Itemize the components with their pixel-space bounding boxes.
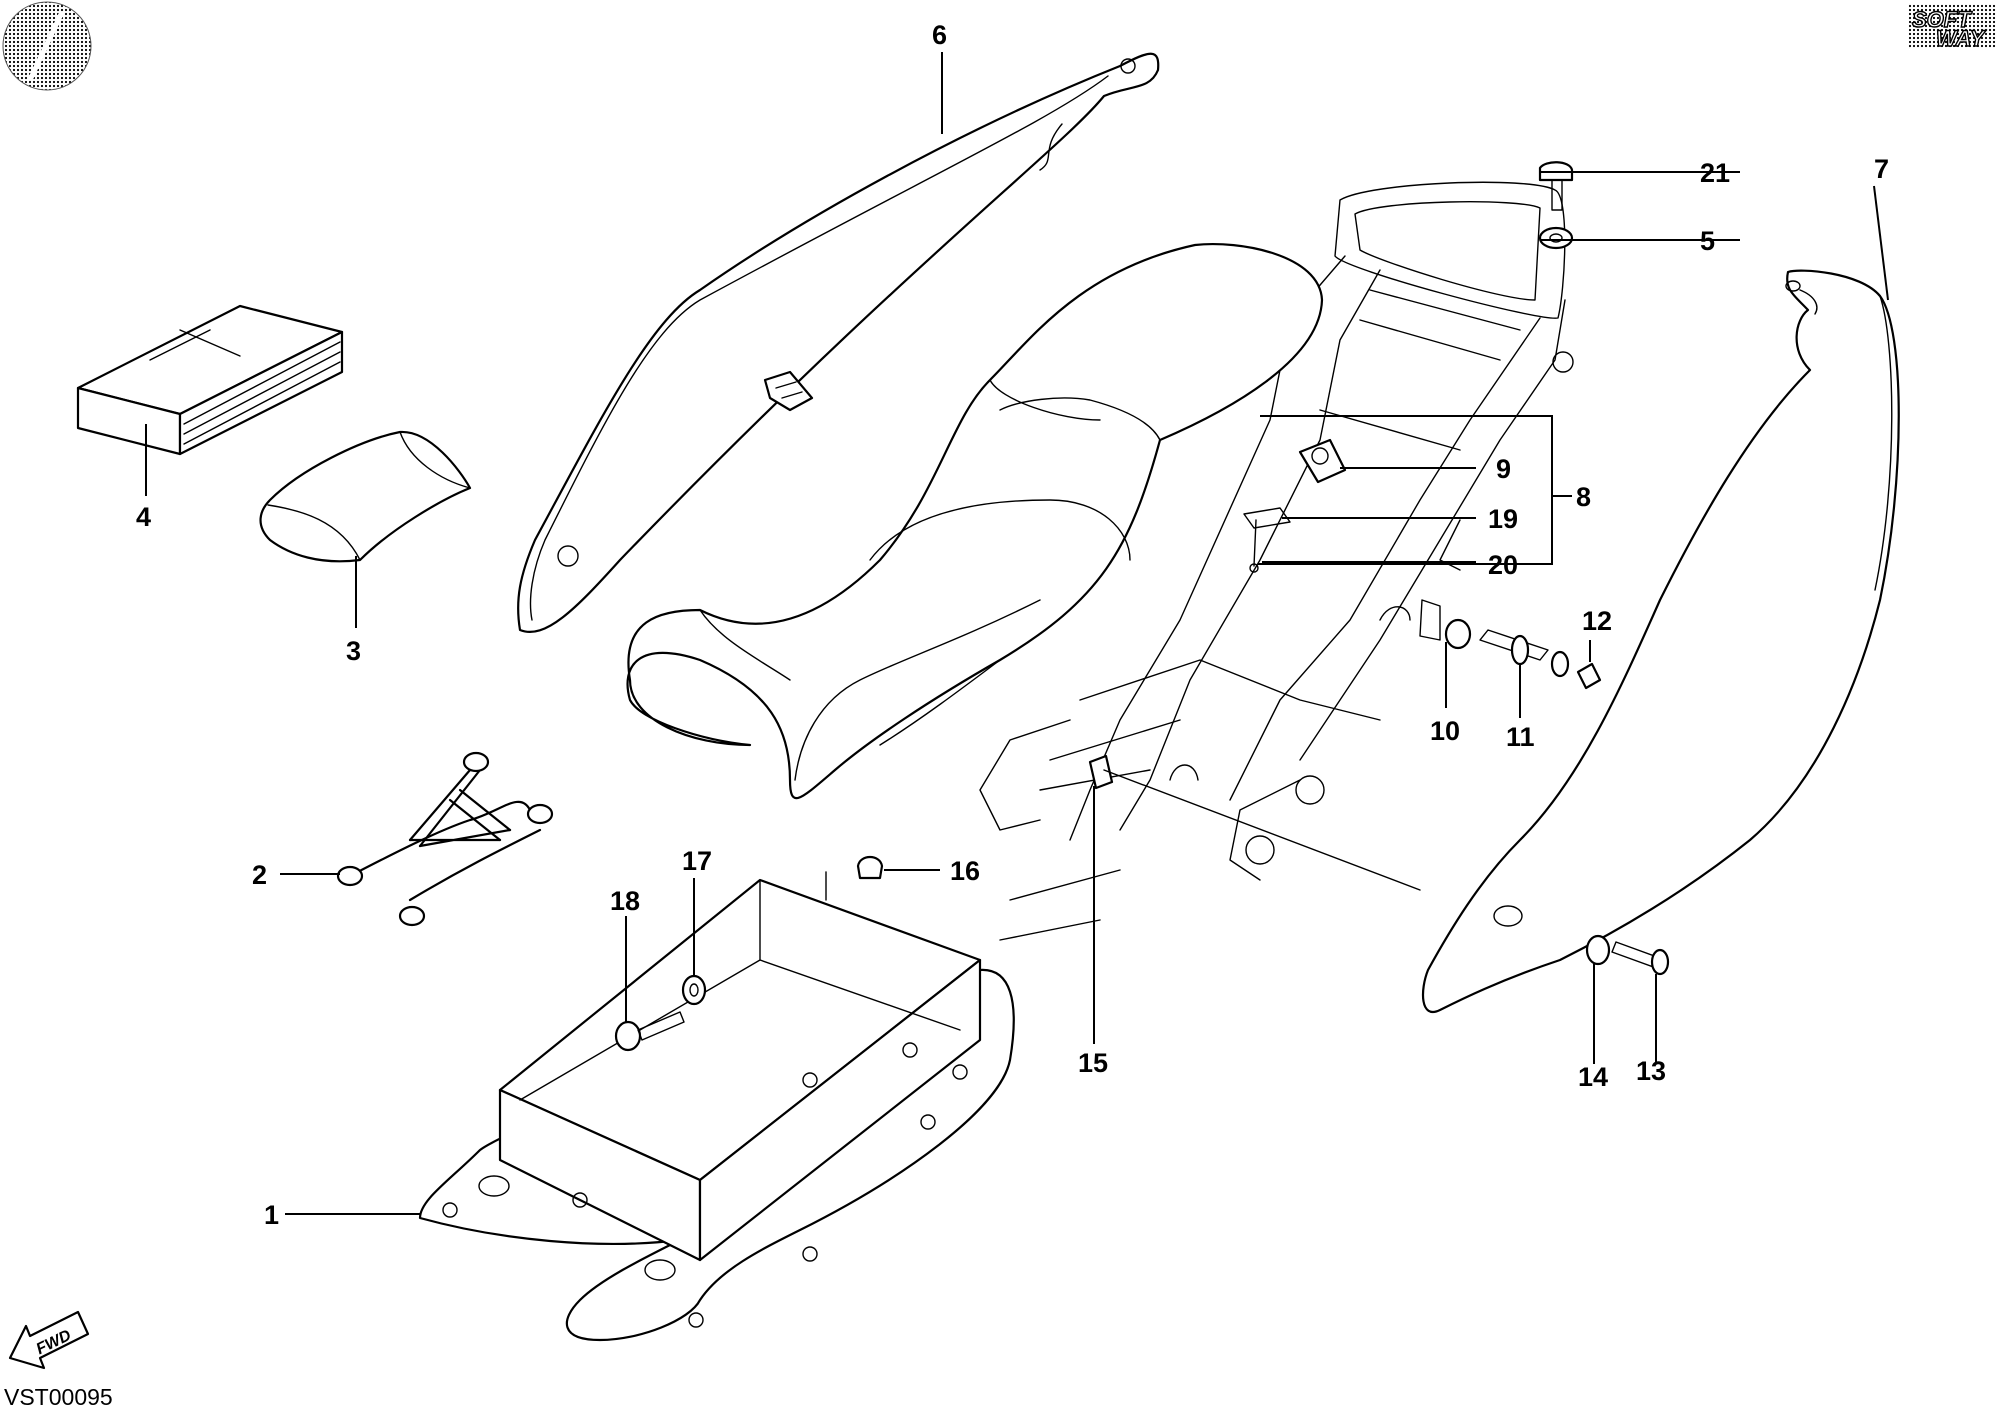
callout-21: 21 xyxy=(1700,158,1730,188)
callout-8: 8 xyxy=(1576,482,1591,512)
callout-3: 3 xyxy=(346,636,361,666)
svg-text:WAY: WAY xyxy=(1936,26,1987,51)
leader-lines xyxy=(145,52,1889,1215)
forward-arrow-icon: FWD xyxy=(8,1310,90,1370)
callout-15: 15 xyxy=(1078,1048,1108,1078)
callout-16: 16 xyxy=(950,856,980,886)
callout-5: 5 xyxy=(1700,226,1715,256)
callout-10: 10 xyxy=(1430,716,1460,746)
softway-logo: SOFT WAY xyxy=(1908,4,1996,52)
svg-text:SOFT: SOFT xyxy=(1912,7,1972,32)
callout-4: 4 xyxy=(136,502,151,532)
callout-6: 6 xyxy=(932,20,947,50)
left-side-panel xyxy=(517,52,1160,633)
right-side-panel xyxy=(1422,269,1900,1014)
owners-manual xyxy=(76,304,344,456)
callout-19: 19 xyxy=(1488,504,1518,534)
callout-11: 11 xyxy=(1506,722,1535,752)
callout-12: 12 xyxy=(1582,606,1612,636)
callout-labels: 1 2 3 4 5 6 7 8 9 10 11 12 13 14 15 16 1… xyxy=(136,20,1889,1230)
callout-14: 14 xyxy=(1578,1062,1608,1092)
callout-2: 2 xyxy=(252,860,267,890)
subframe-background xyxy=(979,181,1574,941)
callout-1: 1 xyxy=(264,1200,279,1230)
callout-20: 20 xyxy=(1488,550,1518,580)
seat xyxy=(626,243,1324,800)
callout-17: 17 xyxy=(682,846,712,876)
callout-18: 18 xyxy=(610,886,640,916)
callout-7: 7 xyxy=(1874,154,1889,184)
brand-logo-icon xyxy=(2,1,92,91)
seat-cover-bag xyxy=(259,430,472,563)
callout-9: 9 xyxy=(1496,454,1511,484)
bungee-strap xyxy=(336,751,554,927)
callout-13: 13 xyxy=(1636,1056,1666,1086)
diagram-code: VST00095 xyxy=(4,1384,113,1410)
undertray xyxy=(418,871,1015,1342)
